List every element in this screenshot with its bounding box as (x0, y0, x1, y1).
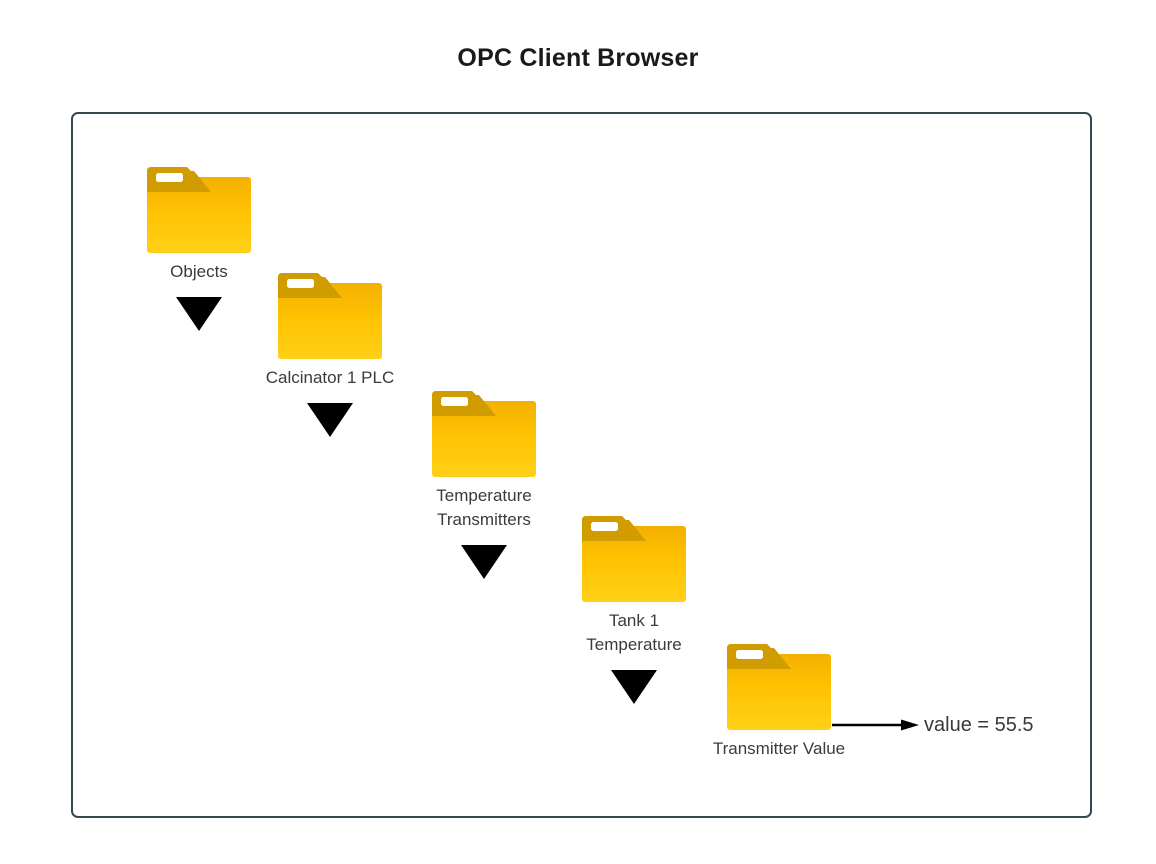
folder-icon (278, 273, 382, 359)
down-triangle-icon (461, 545, 507, 579)
tree-node-objects: Objects (119, 166, 279, 331)
down-triangle-icon (176, 297, 222, 331)
folder-icon (147, 167, 251, 253)
folder-icon (432, 391, 536, 477)
tree-node-transmitter-value: Transmitter Value (699, 643, 859, 761)
node-label: Calcinator 1 PLC (265, 368, 395, 387)
page-title: OPC Client Browser (457, 44, 699, 72)
down-triangle-icon (307, 403, 353, 437)
tree-node-temperature-transmitters: Temperature Transmitters (404, 390, 564, 579)
node-label: Tank 1 Temperature (586, 611, 682, 654)
folder-icon (727, 644, 831, 730)
tree-node-calcinator-1-plc: Calcinator 1 PLC (250, 272, 410, 437)
node-label: Temperature Transmitters (436, 486, 532, 529)
folder-icon (582, 516, 686, 602)
tree-node-tank-1-temperature: Tank 1 Temperature (554, 515, 714, 704)
right-arrow-icon (832, 719, 919, 731)
node-label: Objects (170, 262, 228, 281)
down-triangle-icon (611, 670, 657, 704)
node-label: Transmitter Value (712, 739, 846, 758)
value-annotation: value = 55.5 (924, 714, 1034, 736)
